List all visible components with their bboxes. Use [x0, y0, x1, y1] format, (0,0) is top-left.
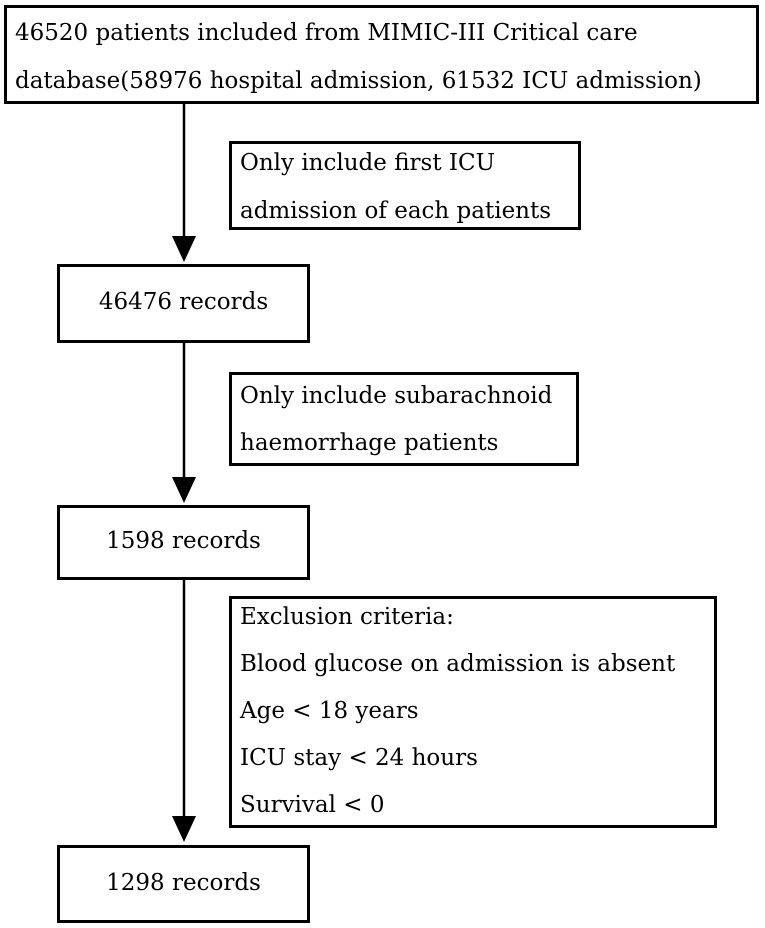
source-line-1: 46520 patients included from MIMIC-III C… — [15, 20, 638, 46]
source-population-box: 46520 patients included from MIMIC-III C… — [4, 5, 759, 104]
exclusion-criteria-box: Exclusion criteria: Blood glucose on adm… — [229, 596, 717, 828]
source-line-2: database(58976 hospital admission, 61532… — [15, 68, 702, 94]
exclusion-item-survival: Survival < 0 — [240, 792, 385, 818]
exclusion-heading: Exclusion criteria: — [240, 604, 454, 630]
records-box-46476: 46476 records — [57, 264, 310, 343]
arrow-head-2 — [172, 477, 196, 503]
records-box-1598: 1598 records — [57, 505, 310, 580]
records-label-1298: 1298 records — [106, 870, 261, 896]
records-label-1598: 1598 records — [106, 528, 261, 554]
inclusion-sah-box: Only include subarachnoid haemorrhage pa… — [229, 372, 579, 466]
inclusion-first-icu-box: Only include first ICU admission of each… — [229, 141, 581, 230]
arrow-head-3 — [172, 816, 196, 842]
exclusion-item-icu-stay: ICU stay < 24 hours — [240, 745, 478, 771]
exclusion-item-glucose: Blood glucose on admission is absent — [240, 651, 676, 677]
filter-1-line-2: admission of each patients — [240, 198, 552, 224]
exclusion-item-age: Age < 18 years — [240, 698, 419, 724]
records-label-46476: 46476 records — [98, 289, 269, 315]
filter-2-line-2: haemorrhage patients — [240, 430, 499, 456]
records-box-1298: 1298 records — [57, 845, 310, 923]
arrow-head-1 — [172, 236, 196, 262]
filter-1-line-1: Only include first ICU — [240, 150, 495, 176]
filter-2-line-1: Only include subarachnoid — [240, 383, 553, 409]
